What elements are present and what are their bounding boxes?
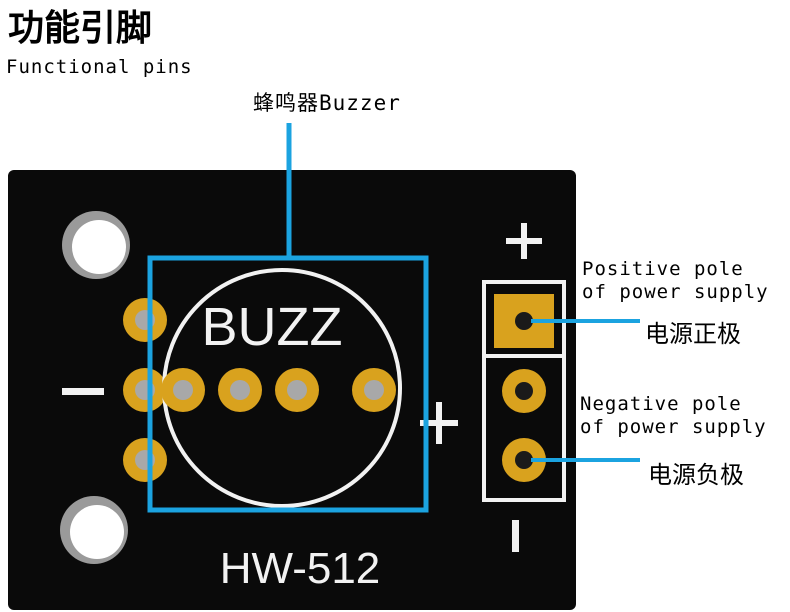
negative-pole-cn: 电源负极 [648,461,744,489]
pad-buzzer-4 [352,368,396,412]
pad-left-bottom [123,438,167,482]
pad-left-mid [123,368,167,412]
mounting-hole-bottom [60,496,128,564]
mounting-hole-top [62,211,130,279]
negative-pole-label: Negative pole of power supply [580,393,767,439]
silk-minus-bottom [512,520,519,552]
silk-model-text: HW-512 [220,544,381,593]
positive-pole-line1: Positive pole [582,258,744,280]
page-title: 功能引脚 [8,8,153,49]
negative-pole-line2: of power supply [580,416,767,438]
negative-pole-line1: Negative pole [580,393,742,415]
header-outline [482,280,566,502]
pad-left-top [123,298,167,342]
silk-plus-middle [420,402,458,444]
pad-negative-1 [502,369,546,413]
silk-buzz-text: BUZZ [202,297,343,357]
page-subtitle: Functional pins [6,56,193,78]
pad-buzzer-2 [218,368,262,412]
pad-negative-2 [502,438,546,482]
buzzer-label: 蜂鸣器Buzzer [253,91,401,115]
silk-plus-top [506,223,542,259]
positive-pole-label: Positive pole of power supply [582,258,769,304]
silk-minus-left [62,388,104,395]
pad-buzzer-1 [161,368,205,412]
pad-buzzer-3 [275,368,319,412]
positive-pole-line2: of power supply [582,281,769,303]
positive-pole-cn: 电源正极 [645,320,741,348]
